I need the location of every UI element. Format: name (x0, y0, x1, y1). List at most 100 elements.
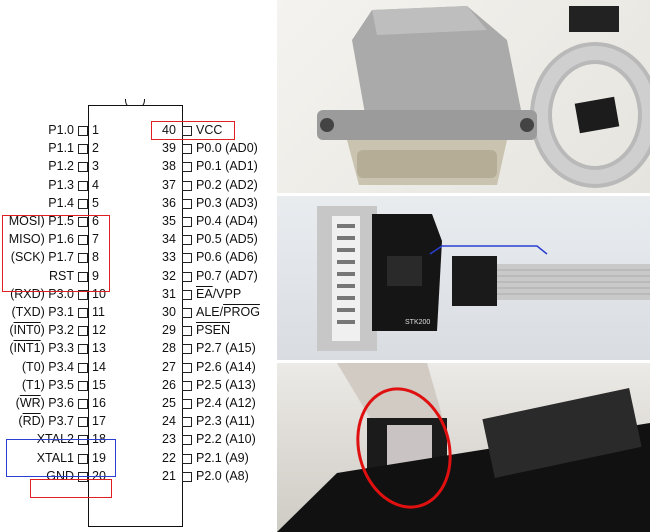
right-pin-name: P2.5 (A13) (196, 377, 256, 392)
right-pin-square (182, 126, 192, 136)
left-pin-name: P1.4 (48, 195, 74, 210)
right-pin-square (182, 471, 192, 482)
left-pin-square (78, 417, 88, 428)
left-pin-square (78, 235, 88, 246)
left-pin-name: P1.1 (48, 141, 74, 156)
board-label: STK200 (405, 319, 430, 326)
left-pin-number: 4 (92, 177, 99, 192)
left-pin-square (78, 399, 88, 409)
right-pin-square (182, 289, 192, 300)
left-pin-square (78, 144, 88, 155)
left-pin-number: 9 (92, 268, 99, 283)
left-pin-number: 7 (92, 232, 99, 247)
right-pin-number: 34 (162, 232, 176, 247)
right-pin-number: 32 (162, 268, 176, 283)
right-pin-name: VCC (196, 123, 223, 137)
right-pin-number: 21 (162, 468, 176, 483)
left-pin-number: 10 (92, 286, 106, 301)
right-pin-name: P2.1 (A9) (196, 450, 249, 465)
left-pin-number: 2 (92, 141, 99, 156)
right-pin-name: ALE/PROG (196, 305, 260, 319)
left-pin-name: MOSI) P1.5 (8, 214, 74, 228)
left-pin-name: P1.2 (48, 159, 74, 174)
right-pin-name: P2.2 (A10) (196, 432, 256, 447)
left-pin-square (78, 271, 88, 282)
left-pin-number: 15 (92, 377, 106, 392)
left-pin-name: (TXD) P3.1 (11, 305, 74, 319)
right-pin-name: P2.3 (A11) (196, 414, 255, 429)
right-pin-number: 39 (162, 141, 176, 156)
left-pin-number: 13 (92, 341, 106, 356)
left-pin-square (78, 198, 88, 209)
right-pin-name: P2.7 (A15) (196, 341, 256, 356)
left-pin-number: 14 (92, 359, 106, 374)
xtal-highlight (6, 439, 116, 477)
right-pin-square (182, 217, 192, 227)
left-pin-name: (INT0) P3.2 (9, 323, 74, 338)
left-pin-name: (SCK) P1.7 (10, 250, 74, 265)
right-pin-number: 28 (162, 341, 176, 356)
right-pin-name: EA/VPP (196, 286, 242, 301)
right-pin-number: 23 (162, 432, 176, 447)
right-pin-square (182, 362, 192, 373)
left-pin-number: 11 (92, 305, 105, 319)
left-pin-square (78, 126, 88, 136)
right-pin-number: 35 (162, 214, 176, 228)
db25-connector-photo (277, 0, 650, 193)
right-pin-square (182, 399, 192, 409)
left-pin-number: 8 (92, 250, 99, 265)
left-pin-number: 3 (92, 159, 99, 174)
left-pin-square (78, 326, 88, 337)
left-pin-name: XTAL1 (36, 450, 74, 465)
right-pin-number: 22 (162, 450, 176, 465)
right-pin-number: 38 (162, 159, 176, 174)
right-pin-square (182, 198, 192, 209)
left-pin-name: (T0) P3.4 (21, 359, 74, 374)
right-pin-square (182, 271, 192, 282)
left-pin-square (78, 344, 88, 355)
ic-chip-body (88, 105, 183, 527)
right-pin-number: 33 (162, 250, 176, 265)
left-pin-number: 12 (92, 323, 106, 338)
right-pin-name: P0.3 (AD3) (196, 195, 258, 210)
spi-pins-highlight (2, 215, 110, 292)
right-pin-name: P0.7 (AD7) (196, 268, 258, 283)
left-pin-number: 1 (92, 123, 99, 137)
left-pin-number: 17 (92, 414, 106, 429)
right-pin-number: 26 (162, 377, 176, 392)
right-pin-number: 36 (162, 195, 176, 210)
left-pin-number: 16 (92, 396, 106, 410)
right-pin-name: P2.4 (A12) (196, 396, 256, 410)
right-pin-name: P0.0 (AD0) (196, 141, 258, 156)
left-pin-square (78, 308, 88, 318)
left-pin-number: 5 (92, 195, 99, 210)
right-pin-number: 40 (162, 123, 176, 137)
right-pin-square (182, 308, 192, 318)
right-pin-name: P0.5 (AD5) (196, 232, 258, 247)
left-pin-square (78, 435, 88, 446)
right-pin-number: 30 (162, 305, 176, 319)
left-pin-square (78, 180, 88, 191)
vcc-highlight (151, 121, 235, 140)
right-pin-square (182, 453, 192, 464)
left-pin-square (78, 453, 88, 464)
right-pin-name: PSEN (196, 323, 231, 338)
left-pin-square (78, 162, 88, 173)
left-pin-name: P1.0 (48, 123, 74, 137)
left-pin-number: 19 (92, 450, 106, 465)
left-pin-name: P1.3 (48, 177, 74, 192)
left-pin-square (78, 362, 88, 373)
right-pin-number: 31 (162, 286, 176, 301)
right-pin-number: 25 (162, 396, 176, 410)
right-pin-number: 29 (162, 323, 176, 338)
left-pin-square (78, 289, 88, 300)
gnd-highlight (30, 479, 112, 498)
right-pin-square (182, 326, 192, 337)
right-pin-square (182, 235, 192, 246)
left-pin-name: MISO) P1.6 (8, 232, 74, 247)
left-pin-name: (RXD) P3.0 (10, 286, 74, 301)
left-pin-square (78, 217, 88, 227)
right-pin-square (182, 417, 192, 428)
right-pin-square (182, 380, 192, 391)
right-pin-square (182, 180, 192, 191)
